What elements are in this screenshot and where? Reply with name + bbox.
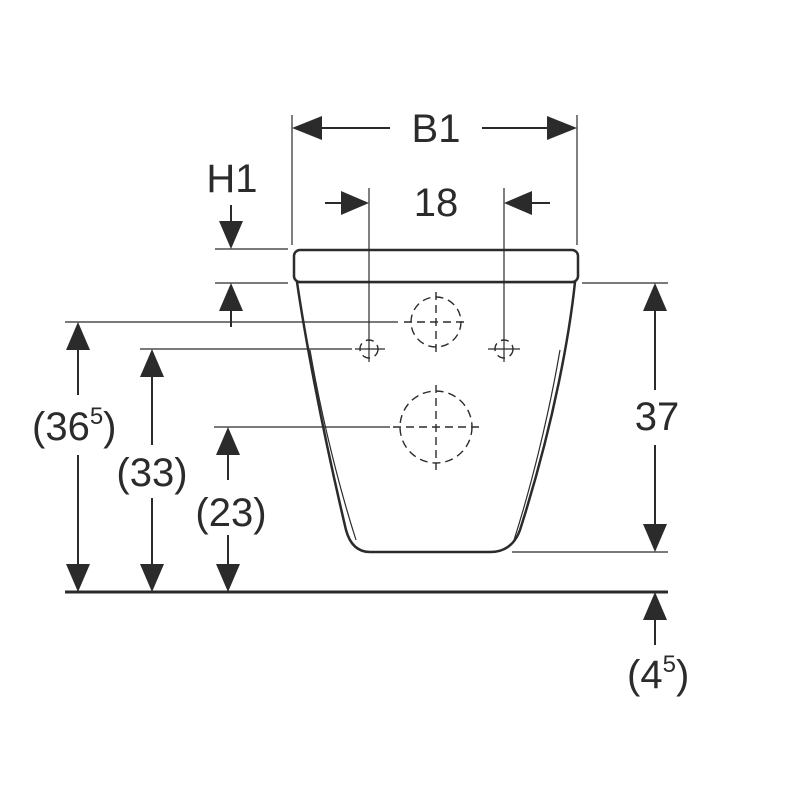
d18-label: 18: [414, 181, 459, 225]
d45-label: (45): [627, 651, 689, 697]
d33-label: (33): [116, 451, 187, 495]
d18-arrow-left: [341, 191, 369, 215]
d18-arrow-right: [504, 191, 532, 215]
d33-arrow-top: [140, 349, 164, 377]
seat-top: [292, 248, 580, 284]
bowl-left-contour: [309, 349, 357, 541]
d23-arrow-top: [216, 427, 240, 455]
h1-arrow-bottom: [219, 283, 243, 311]
d365-arrow-bottom: [66, 564, 90, 592]
d37-label: 37: [635, 395, 680, 439]
bowl-right-contour: [513, 349, 561, 541]
d23-label: (23): [195, 491, 266, 535]
b1-label: B1: [412, 107, 461, 151]
d23-arrow-bottom: [216, 564, 240, 592]
d37-arrow-top: [643, 283, 667, 311]
d45-arrow: [643, 592, 667, 620]
h1-arrow-top: [219, 221, 243, 249]
d37-arrow-bottom: [643, 524, 667, 552]
b1-arrow-right: [547, 116, 577, 140]
d365-arrow-top: [66, 322, 90, 350]
d33-arrow-bottom: [140, 564, 164, 592]
d365-label: (365): [32, 403, 117, 449]
b1-arrow-left: [292, 116, 322, 140]
h1-label: H1: [206, 157, 257, 201]
